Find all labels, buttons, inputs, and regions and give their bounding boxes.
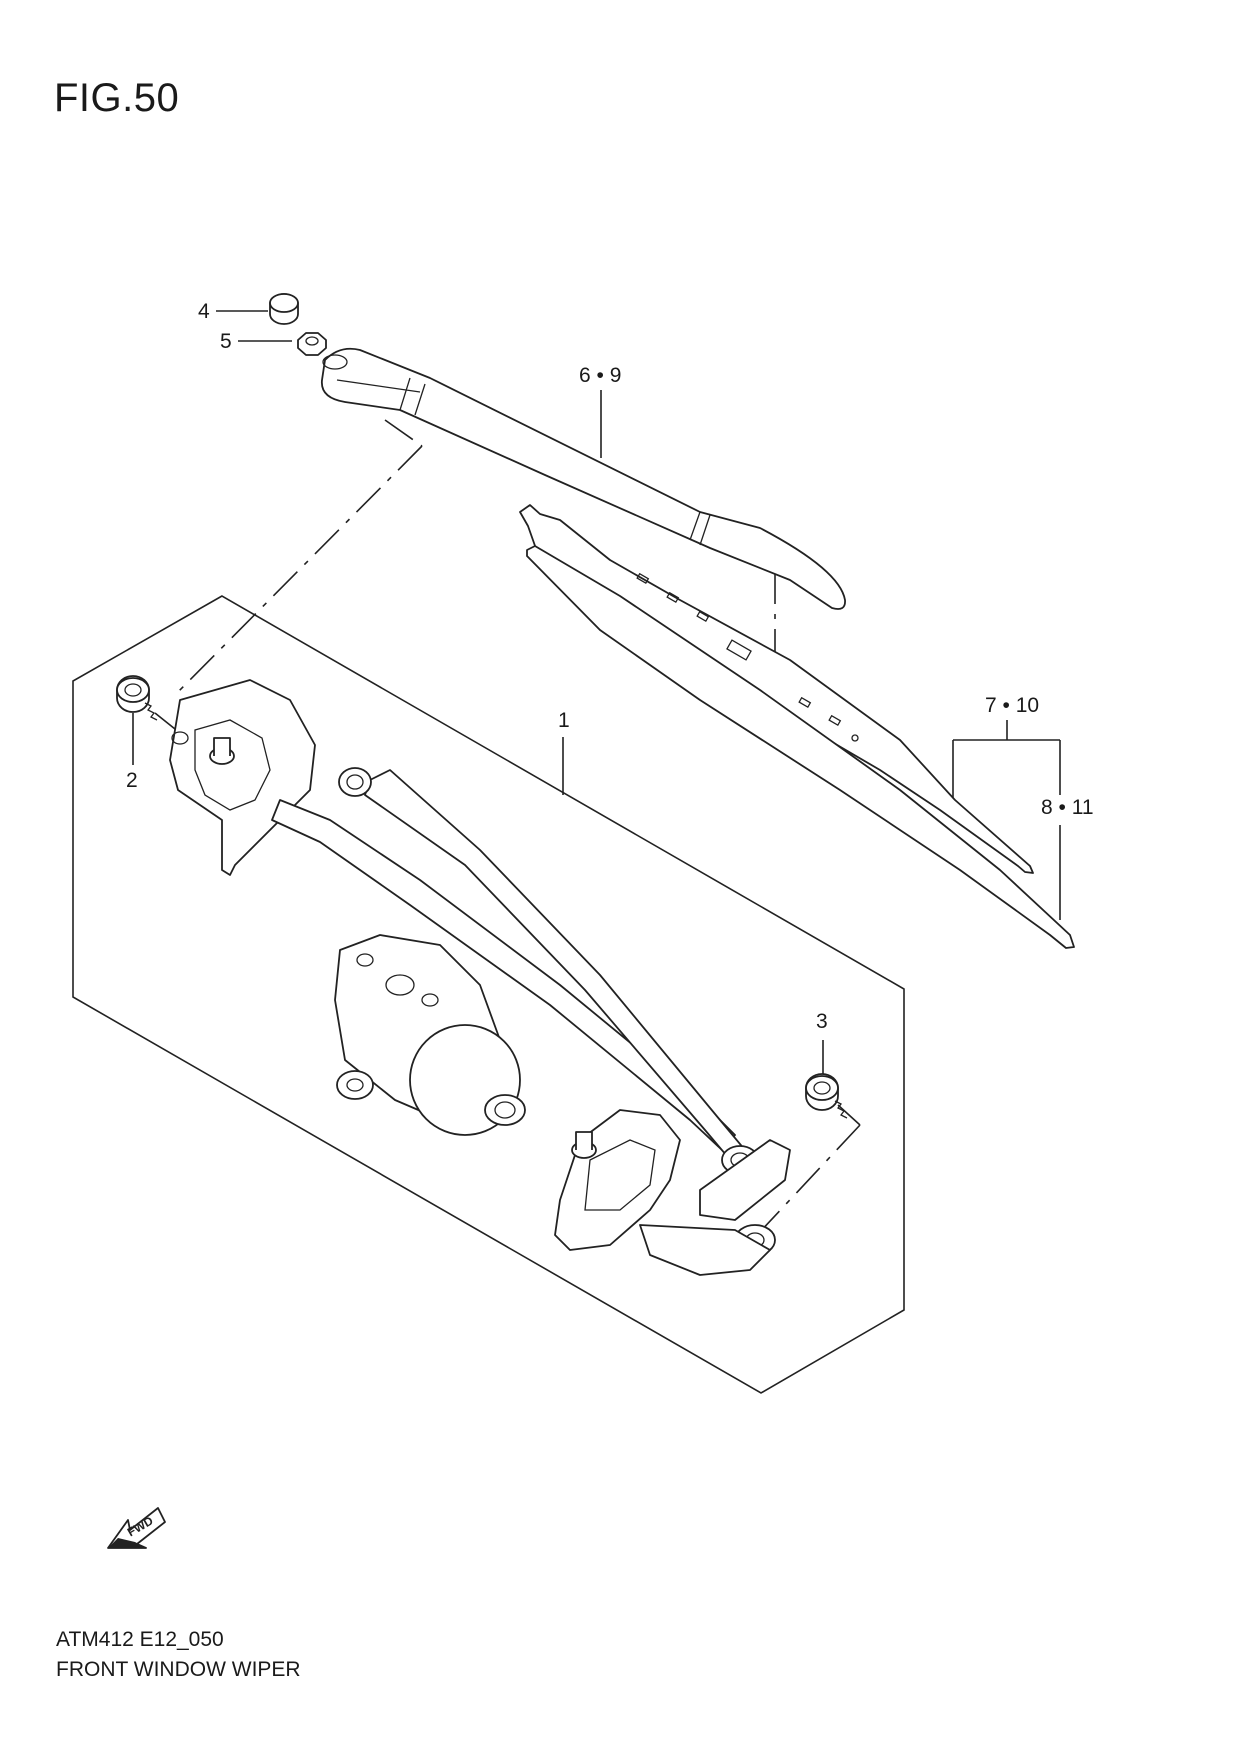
callout-1: 1: [558, 709, 570, 732]
wiper-motor-link-assembly: [169, 679, 791, 1276]
callout-3: 3: [816, 1010, 828, 1033]
bolt-right: [805, 1073, 848, 1119]
wiper-arm-nut: [297, 332, 327, 356]
callout-6-9: 6 • 9: [579, 364, 621, 387]
assembly-outline: [72, 595, 905, 1394]
bolt-left: [116, 675, 158, 721]
figure-title: FIG.50: [54, 76, 180, 120]
wiper-blade: [519, 504, 1075, 949]
wiper-arm-cap: [269, 293, 299, 325]
fwd-arrow-icon: FWD: [107, 1507, 166, 1549]
figure-caption: FRONT WINDOW WIPER: [56, 1658, 301, 1681]
figure-code: ATM412 E12_050: [56, 1628, 224, 1651]
wiper-arm: [321, 347, 846, 610]
leader-lines: [132, 310, 1061, 1075]
callout-7-10: 7 • 10: [985, 694, 1039, 717]
callout-4: 4: [198, 300, 210, 323]
callout-8-11: 8 • 11: [1041, 796, 1094, 819]
callout-5: 5: [220, 330, 232, 353]
callout-2: 2: [126, 769, 138, 792]
